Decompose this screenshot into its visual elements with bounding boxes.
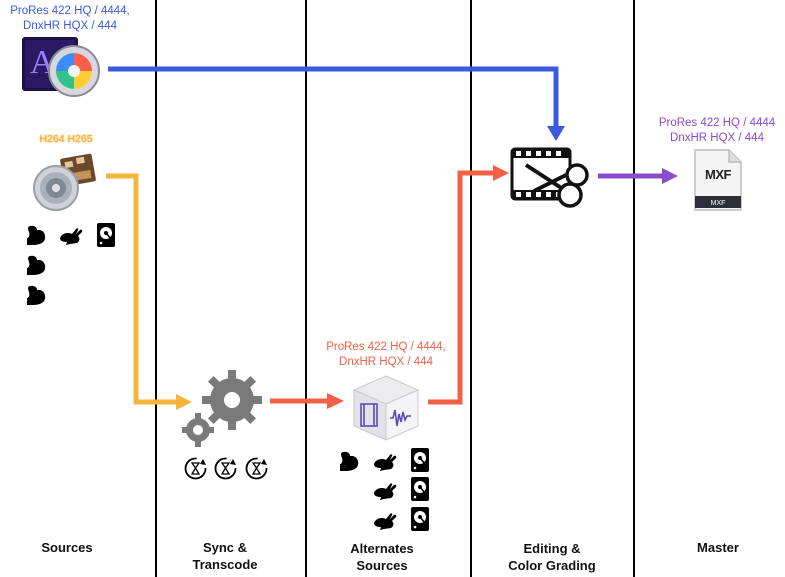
column-label-master: Master — [653, 539, 783, 556]
master-format-line1: ProRes 422 HQ / 4444 — [658, 117, 776, 129]
red-arrowhead-2 — [493, 165, 509, 181]
gears-icon — [182, 370, 262, 447]
muscle-icon — [27, 225, 46, 245]
column-label-editing-line1: Editing & — [523, 541, 581, 556]
red-flow-arrow-2 — [428, 170, 494, 405]
column-label-sync-line2: Transcode — [192, 557, 258, 572]
column-label-alternates-line2: Sources — [356, 558, 408, 573]
rabbit-icon — [374, 454, 397, 471]
media-cube-icon — [352, 375, 420, 441]
muscle-icon — [27, 255, 46, 275]
column-label-sources-line1: Sources — [41, 540, 93, 555]
muscle-icon — [340, 451, 359, 471]
blue-flow-arrow — [108, 66, 559, 128]
red-arrowhead-1 — [327, 393, 344, 409]
mxf-logo-text: MXF — [705, 167, 732, 182]
alternates-format-line2: DnxHR HQX / 444 — [339, 356, 433, 368]
mxf-file-icon: MXF MXF — [694, 149, 742, 211]
camera-format-label: ProRes 422 HQ / 4444, DnxHR HQX / 444 — [4, 4, 136, 34]
column-divider-2 — [305, 0, 307, 577]
sync-cycle-icon — [184, 457, 207, 480]
motion-app-icon: A — [22, 37, 100, 97]
sync-cycle-icon — [214, 457, 237, 480]
h26x-format-text: H264 H265 — [39, 133, 93, 145]
muscle-icon — [27, 285, 46, 305]
column-label-sync-line1: Sync & — [202, 540, 248, 555]
column-divider-3 — [470, 0, 472, 577]
h26x-format-label: H264 H265 — [26, 132, 106, 147]
camera-format-line2: DnxHR HQX / 444 — [23, 20, 117, 32]
sync-cycle-icon — [245, 457, 268, 480]
camera-format-line1: ProRes 422 HQ / 4444, — [10, 5, 130, 17]
column-divider-1 — [155, 0, 157, 577]
column-label-master-line1: Master — [697, 540, 739, 555]
column-label-editing-color: Editing & Color Grading — [487, 540, 617, 574]
mxf-badge-text: MXF — [711, 200, 726, 207]
master-format-label: ProRes 422 HQ / 4444 DnxHR HQX / 444 — [646, 116, 785, 146]
purple-arrowhead — [662, 168, 678, 184]
column-label-sync-transcode: Sync & Transcode — [160, 539, 290, 573]
column-label-alternates-sources: Alternates Sources — [317, 540, 447, 574]
media-file-icon — [33, 153, 96, 211]
column-label-alternates-line1: Alternates — [350, 541, 414, 556]
hard-drive-icon — [97, 223, 115, 247]
rabbit-icon — [374, 483, 397, 500]
hard-drive-icon — [411, 507, 429, 531]
hard-drive-icon — [411, 448, 429, 472]
film-scissors-icon — [510, 147, 589, 208]
column-label-sources: Sources — [2, 539, 132, 556]
rabbit-icon — [60, 228, 83, 245]
master-format-line2: DnxHR HQX / 444 — [670, 132, 764, 144]
blue-arrowhead — [547, 126, 565, 141]
alternates-format-line1: ProRes 422 HQ / 4444, — [326, 341, 446, 353]
orange-flow-arrow — [106, 173, 178, 405]
hard-drive-icon — [411, 477, 429, 501]
rabbit-icon — [374, 513, 397, 530]
orange-arrowhead — [176, 394, 192, 410]
column-divider-4 — [633, 0, 635, 577]
column-label-editing-line2: Color Grading — [508, 558, 596, 573]
alternates-format-label: ProRes 422 HQ / 4444, DnxHR HQX / 444 — [312, 340, 460, 370]
